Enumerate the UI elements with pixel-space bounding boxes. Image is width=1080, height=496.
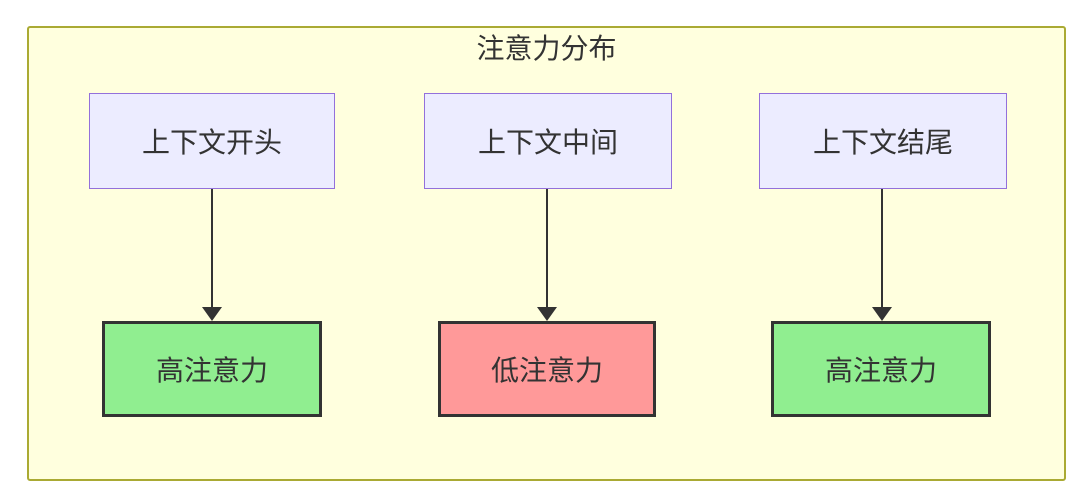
node-high-attention-right: 高注意力	[771, 321, 991, 417]
arrow-context-start-to-high	[202, 189, 222, 321]
arrow-line	[211, 189, 213, 307]
diagram-title: 注意力分布	[476, 33, 617, 64]
node-high-attention-left: 高注意力	[102, 321, 322, 417]
node-low-attention-middle: 低注意力	[438, 321, 656, 417]
node-context-start: 上下文开头	[89, 93, 335, 189]
arrow-line	[881, 189, 883, 307]
arrowhead-down-icon	[202, 307, 222, 321]
node-low-attention-middle-label: 低注意力	[490, 355, 603, 386]
node-high-attention-left-label: 高注意力	[155, 355, 268, 386]
node-context-start-label: 上下文开头	[141, 127, 282, 158]
arrow-line	[546, 189, 548, 307]
node-context-middle-label: 上下文中间	[477, 127, 618, 158]
node-context-end: 上下文结尾	[759, 93, 1007, 189]
node-context-end-label: 上下文结尾	[812, 127, 953, 158]
arrowhead-down-icon	[872, 307, 892, 321]
node-context-middle: 上下文中间	[424, 93, 672, 189]
node-high-attention-right-label: 高注意力	[824, 355, 937, 386]
arrow-context-middle-to-low	[537, 189, 557, 321]
arrow-context-end-to-high	[872, 189, 892, 321]
arrowhead-down-icon	[537, 307, 557, 321]
